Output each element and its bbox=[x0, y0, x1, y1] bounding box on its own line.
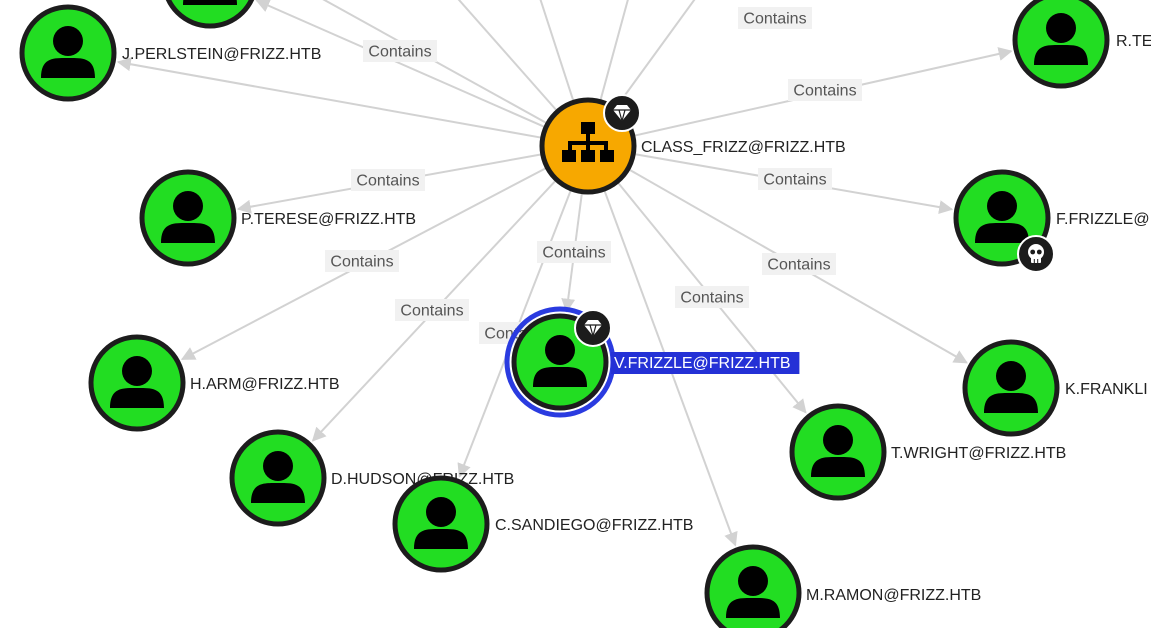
user-node-ffrizzle[interactable]: F.FRIZZLE@I bbox=[953, 169, 1151, 273]
user-icon bbox=[726, 566, 780, 618]
edge-label-contains: Contains bbox=[395, 299, 469, 321]
nodes-layer: J.PERLSTEIN@FRIZZ.HTB R.TE P.TERESE@FRIZZ.… bbox=[19, 0, 1151, 628]
edge-label-background bbox=[788, 79, 862, 101]
high-value-diamond-icon bbox=[603, 94, 641, 132]
node-label: F.FRIZZLE@I bbox=[1056, 211, 1151, 228]
user-node-twright[interactable]: T.WRIGHT@FRIZZ.HTB bbox=[789, 403, 1066, 501]
user-node-dhudson[interactable]: D.HUDSON@FRIZZ.HTB bbox=[229, 429, 514, 527]
edge-contains-offscreen[interactable] bbox=[452, 0, 557, 111]
user-node-vfrizzle[interactable]: V.FRIZZLE@FRIZZ.HTB bbox=[504, 306, 800, 418]
user-node-mramon[interactable]: M.RAMON@FRIZZ.HTB bbox=[704, 544, 981, 628]
user-icon bbox=[811, 425, 865, 477]
node-label: J.PERLSTEIN@FRIZZ.HTB bbox=[122, 46, 321, 63]
user-node-rte[interactable]: R.TE bbox=[1012, 0, 1151, 89]
user-node-csandiego[interactable]: C.SANDIEGO@FRIZZ.HTB bbox=[392, 475, 693, 573]
user-icon bbox=[414, 497, 468, 549]
edge-label-contains: Contains bbox=[351, 169, 425, 191]
user-node-kfranklin[interactable]: K.FRANKLI bbox=[962, 339, 1148, 437]
edge-label-contains: Contains bbox=[325, 250, 399, 272]
group-hierarchy-icon bbox=[562, 122, 614, 162]
edge-label-text: Contains bbox=[680, 290, 743, 307]
edge-contains-offscreen[interactable] bbox=[615, 0, 700, 108]
node-label: T.WRIGHT@FRIZZ.HTB bbox=[891, 445, 1066, 462]
user-node-harm[interactable]: H.ARM@FRIZZ.HTB bbox=[88, 334, 340, 432]
edge-label-text: Contains bbox=[542, 245, 605, 262]
edge-contains-offscreen[interactable] bbox=[538, 0, 575, 101]
edge-label-contains: Contains bbox=[537, 241, 611, 263]
user-icon bbox=[41, 26, 95, 78]
selected-label-highlight bbox=[611, 352, 800, 374]
node-label: K.FRANKLI bbox=[1065, 381, 1148, 398]
edge-label-background bbox=[325, 250, 399, 272]
edge-label-text: Contains bbox=[400, 303, 463, 320]
node-label: V.FRIZZLE@FRIZZ.HTB bbox=[614, 355, 791, 372]
edge-label-contains: Contains bbox=[363, 40, 437, 62]
user-icon bbox=[161, 191, 215, 243]
edge-label-contains: Contains bbox=[758, 168, 832, 190]
edge-label-background bbox=[758, 168, 832, 190]
user-icon bbox=[984, 361, 1038, 413]
high-value-diamond-icon bbox=[574, 309, 612, 347]
edge-label-contains: Contains bbox=[788, 79, 862, 101]
edge-label-background bbox=[395, 299, 469, 321]
edge-label-text: Contains bbox=[793, 83, 856, 100]
edge-label-background bbox=[351, 169, 425, 191]
user-icon bbox=[1034, 13, 1088, 65]
edge-label-text: Contains bbox=[763, 172, 826, 189]
user-icon bbox=[251, 451, 305, 503]
edge-label-text: Contains bbox=[368, 44, 431, 61]
user-node-top-left-partial[interactable] bbox=[164, 0, 256, 29]
edge-label-text: Contains bbox=[356, 173, 419, 190]
edge-label-text: Contains bbox=[743, 11, 806, 28]
edge-contains-jperlstein[interactable] bbox=[116, 57, 541, 139]
edge-label-contains: Contains bbox=[675, 286, 749, 308]
edge-label-contains: Contains bbox=[762, 253, 836, 275]
group-node-class-frizz[interactable]: CLASS_FRIZZ@FRIZZ.HTB bbox=[539, 94, 846, 195]
user-icon bbox=[533, 335, 587, 387]
user-icon bbox=[975, 191, 1029, 243]
node-label: M.RAMON@FRIZZ.HTB bbox=[806, 587, 981, 604]
edge-label-background bbox=[363, 40, 437, 62]
edge-contains-offscreen[interactable] bbox=[599, 0, 630, 100]
node-label: CLASS_FRIZZ@FRIZZ.HTB bbox=[641, 139, 846, 156]
edge-label-text: Contains bbox=[767, 257, 830, 274]
user-node-jperlstein[interactable]: J.PERLSTEIN@FRIZZ.HTB bbox=[19, 4, 321, 102]
owned-skull-icon bbox=[1017, 235, 1055, 273]
node-label: H.ARM@FRIZZ.HTB bbox=[190, 376, 340, 393]
node-label: R.TE bbox=[1116, 33, 1151, 50]
edge-label-background bbox=[762, 253, 836, 275]
user-icon bbox=[183, 0, 237, 5]
edge-label-text: Contains bbox=[330, 254, 393, 271]
edge-label-background bbox=[537, 241, 611, 263]
user-icon bbox=[110, 356, 164, 408]
edge-contains-top-left-partial[interactable] bbox=[255, 0, 545, 128]
edge-label-background bbox=[738, 7, 812, 29]
edge-label-background bbox=[675, 286, 749, 308]
node-label: P.TERESE@FRIZZ.HTB bbox=[241, 211, 416, 228]
edge-label-contains: Contains bbox=[738, 7, 812, 29]
user-node-pterese[interactable]: P.TERESE@FRIZZ.HTB bbox=[139, 169, 416, 267]
node-label: C.SANDIEGO@FRIZZ.HTB bbox=[495, 517, 693, 534]
user-node-circle bbox=[165, 0, 255, 29]
